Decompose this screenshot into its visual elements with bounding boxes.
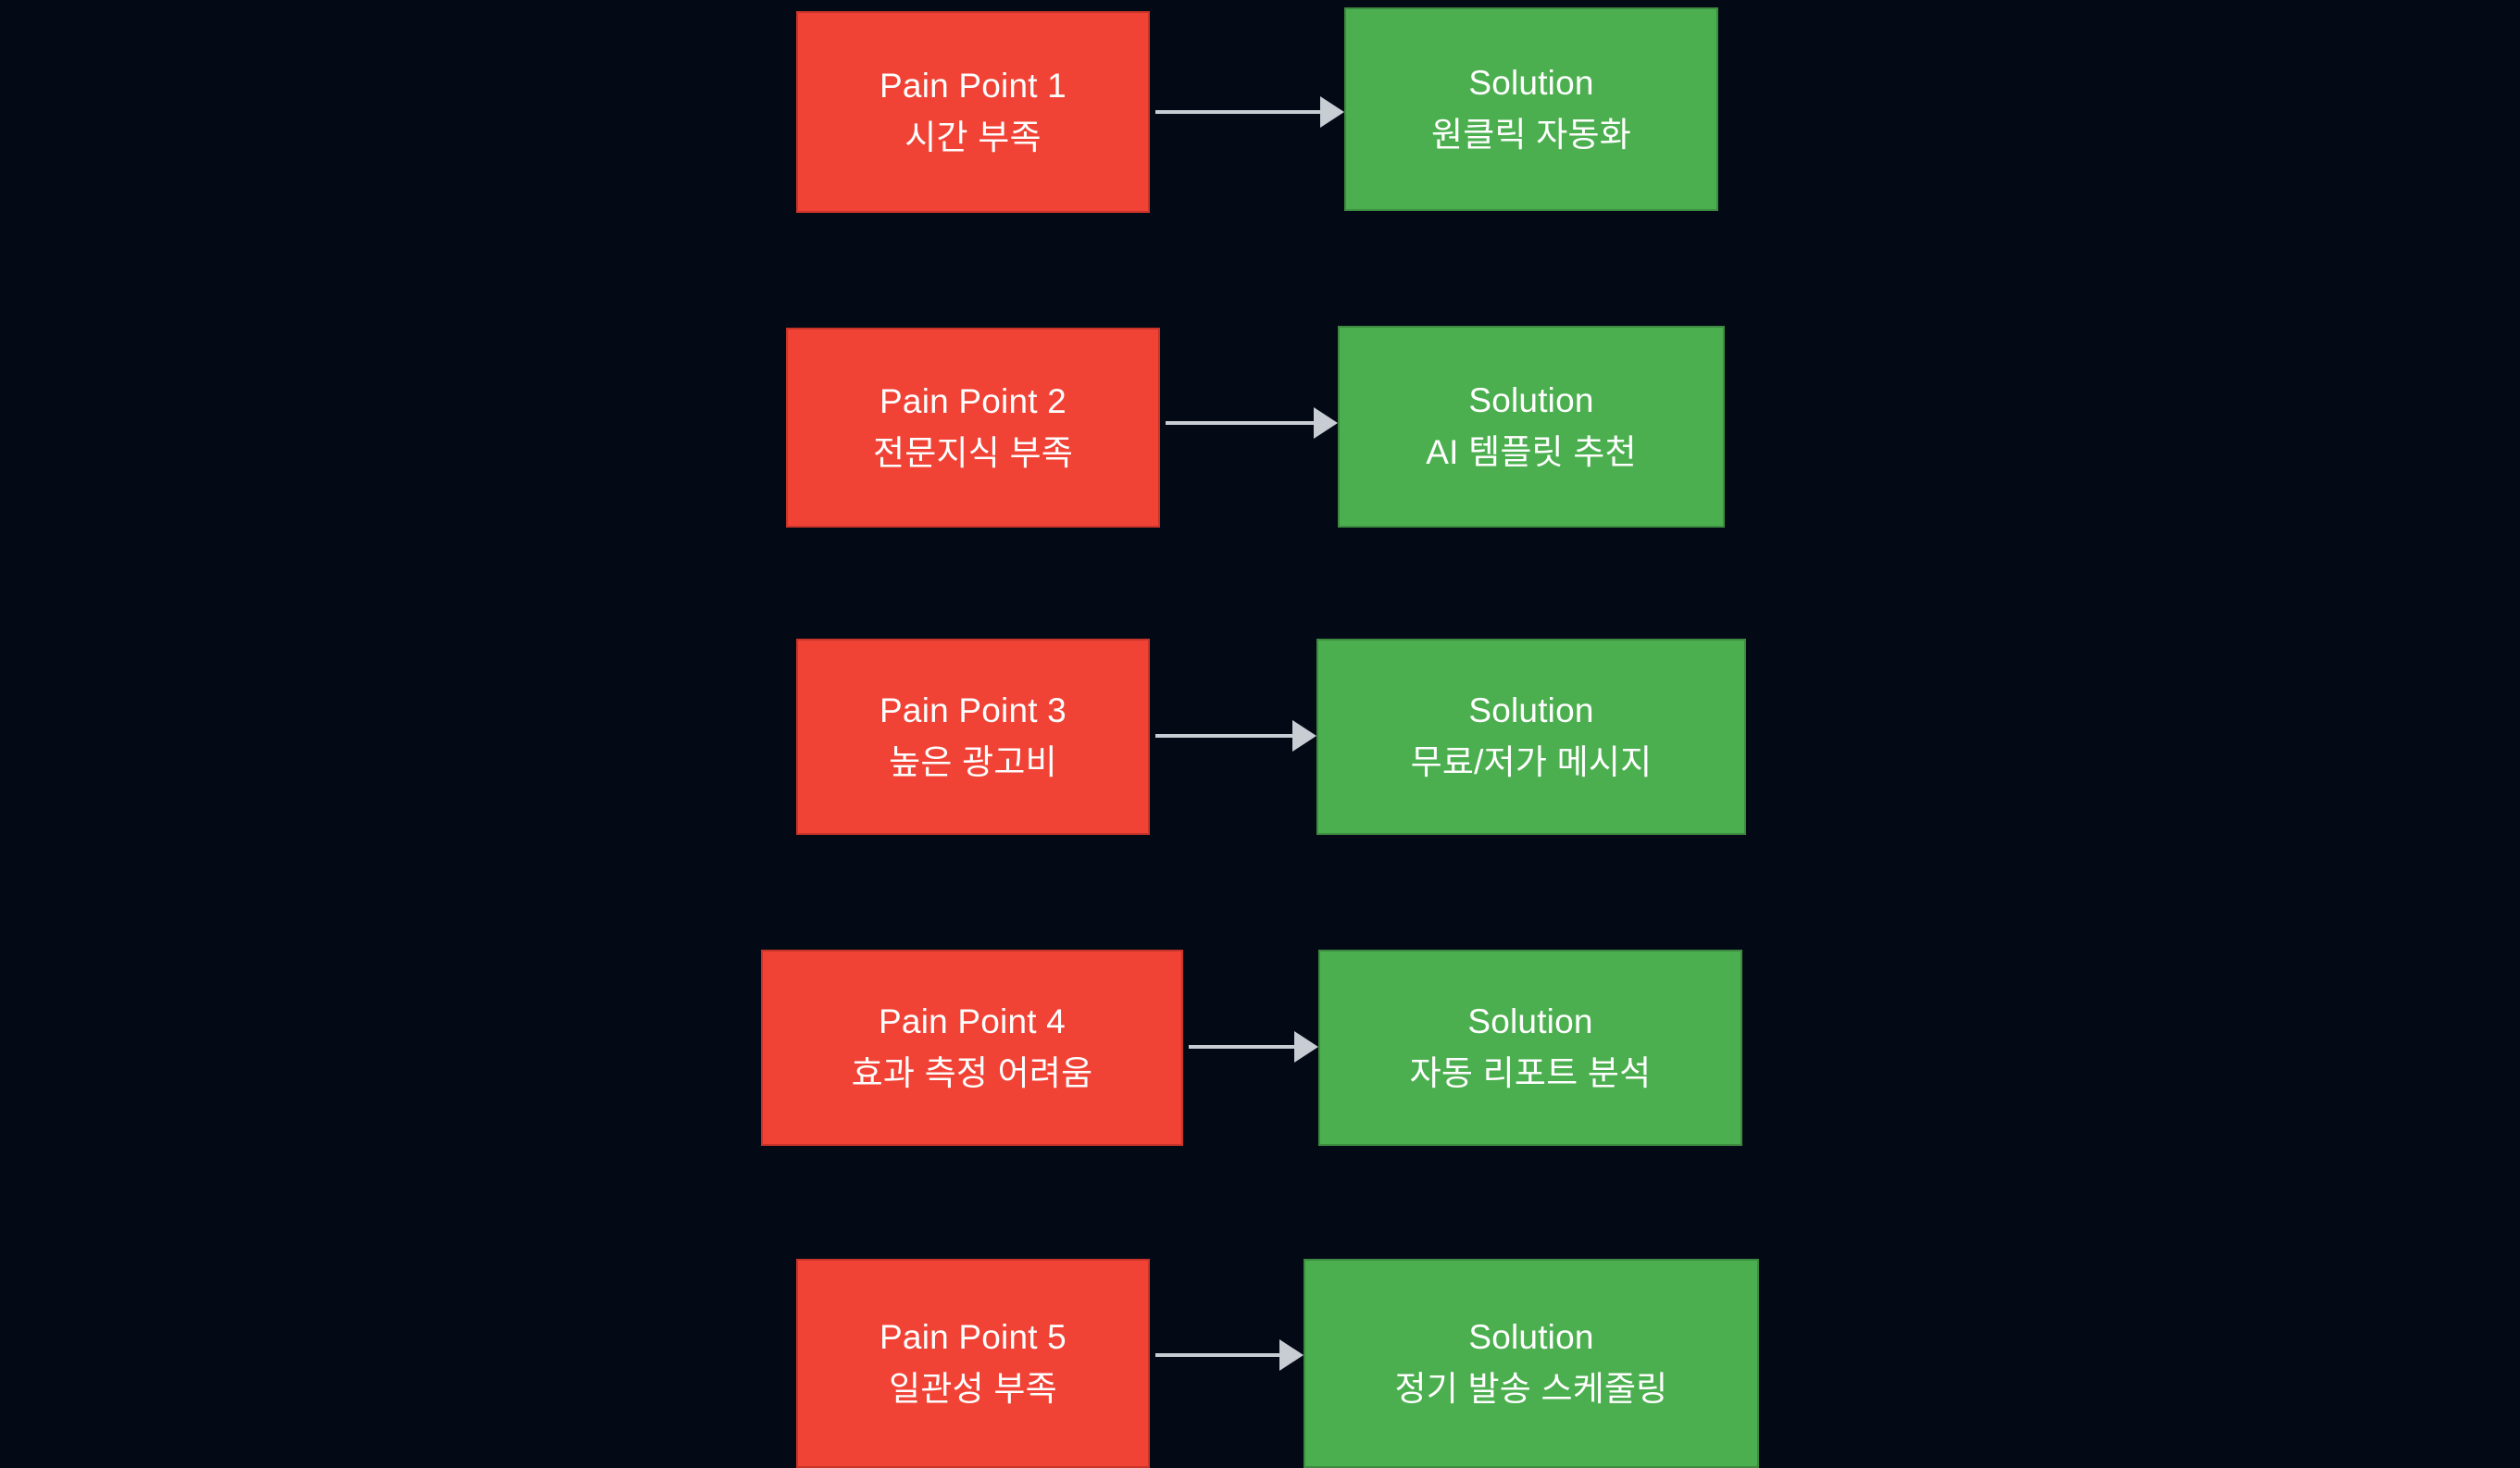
solution-title-3: Solution: [1468, 690, 1594, 729]
arrow-head-1: [1320, 96, 1344, 128]
solution-subtitle-2: AI 템플릿 추천: [1426, 433, 1637, 471]
arrow-head-4: [1294, 1031, 1318, 1063]
solution-subtitle-1: 원클릭 자동화: [1431, 116, 1631, 154]
arrow-head-5: [1279, 1339, 1304, 1371]
arrow-head-3: [1292, 720, 1316, 752]
pain-point-subtitle-4: 효과 측정 어려움: [851, 1054, 1093, 1092]
pain-point-subtitle-3: 높은 광고비: [889, 743, 1057, 781]
arrow-shaft-1: [1155, 110, 1320, 114]
pain-point-subtitle-5: 일관성 부족: [889, 1370, 1057, 1408]
pain-point-node-3[interactable]: Pain Point 3 높은 광고비: [796, 639, 1150, 835]
arrow-shaft-4: [1189, 1045, 1294, 1049]
pain-point-title-5: Pain Point 5: [880, 1317, 1067, 1356]
arrow-shaft-5: [1155, 1353, 1279, 1357]
pain-point-node-5[interactable]: Pain Point 5 일관성 부족: [796, 1259, 1150, 1468]
pain-point-title-4: Pain Point 4: [879, 1001, 1066, 1040]
solution-title-2: Solution: [1468, 380, 1594, 419]
arrow-shaft-3: [1155, 734, 1292, 738]
solution-node-4[interactable]: Solution 자동 리포트 분석: [1318, 950, 1742, 1146]
solution-node-5[interactable]: Solution 정기 발송 스케줄링: [1304, 1259, 1759, 1468]
solution-subtitle-5: 정기 발송 스케줄링: [1394, 1370, 1668, 1408]
pain-point-subtitle-1: 시간 부족: [904, 118, 1042, 156]
pain-point-title-3: Pain Point 3: [880, 690, 1067, 729]
arrow-head-2: [1314, 407, 1338, 439]
solution-title-5: Solution: [1468, 1317, 1594, 1356]
solution-subtitle-3: 무료/저가 메시지: [1410, 743, 1653, 781]
solution-node-1[interactable]: Solution 원클릭 자동화: [1344, 7, 1718, 211]
solution-subtitle-4: 자동 리포트 분석: [1409, 1054, 1652, 1092]
pain-point-subtitle-2: 전문지식 부족: [873, 434, 1073, 472]
pain-point-title-1: Pain Point 1: [880, 66, 1067, 105]
solution-title-1: Solution: [1468, 63, 1594, 102]
arrow-shaft-2: [1166, 421, 1314, 425]
pain-point-node-2[interactable]: Pain Point 2 전문지식 부족: [786, 328, 1160, 528]
pain-point-node-4[interactable]: Pain Point 4 효과 측정 어려움: [761, 950, 1183, 1146]
solution-node-3[interactable]: Solution 무료/저가 메시지: [1316, 639, 1746, 835]
solution-title-4: Solution: [1467, 1001, 1593, 1040]
pain-point-node-1[interactable]: Pain Point 1 시간 부족: [796, 11, 1150, 213]
solution-node-2[interactable]: Solution AI 템플릿 추천: [1338, 326, 1725, 528]
pain-point-title-2: Pain Point 2: [880, 381, 1067, 420]
